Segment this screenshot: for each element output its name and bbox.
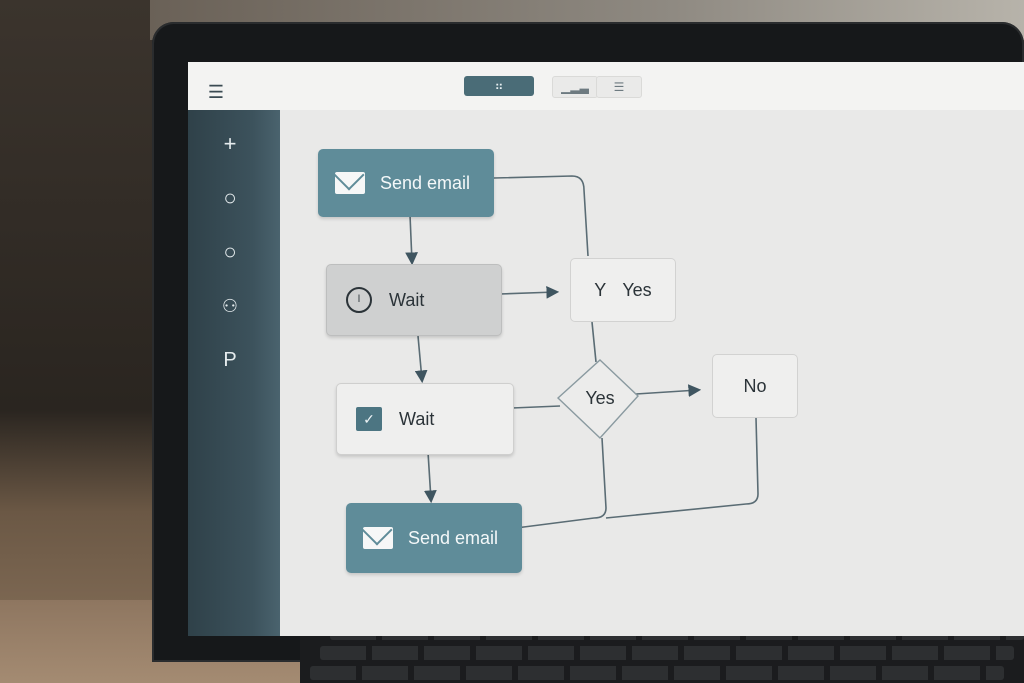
yes-branch-box[interactable]: Y Yes: [570, 258, 676, 322]
flow-canvas[interactable]: Send email l Wait ✓ Wait Send email Y Yes…: [280, 110, 1024, 636]
user-icon[interactable]: ⚇: [221, 296, 239, 316]
yes-branch-label: Yes: [622, 280, 652, 300]
circle-icon[interactable]: ○: [223, 185, 237, 210]
plus-icon[interactable]: +: [223, 131, 237, 156]
decision-diamond: [556, 359, 639, 440]
yes-branch-prefix: Y: [594, 280, 607, 300]
hamburger-menu-icon[interactable]: ☰: [207, 82, 225, 102]
send-email-node-2[interactable]: Send email: [346, 503, 522, 573]
keyboard-row: [310, 666, 1004, 680]
connector-lines: [405, 175, 759, 529]
top-toolbar: ☰ ⠶ ▁▂▃ ☰: [188, 62, 1024, 111]
decision-label: Yes: [585, 388, 615, 408]
no-branch-box[interactable]: No: [712, 354, 798, 418]
circle-icon[interactable]: ○: [223, 239, 237, 264]
wait-node-2[interactable]: ✓ Wait: [336, 383, 514, 455]
list-view-icon[interactable]: ☰: [596, 76, 642, 98]
wait-node[interactable]: l Wait: [326, 264, 502, 336]
app-window: ☰ ⠶ ▁▂▃ ☰ + ○ ○ ⚇ P: [188, 62, 1024, 636]
send-email-node[interactable]: Send email: [318, 149, 494, 217]
flag-icon[interactable]: P: [223, 349, 237, 371]
background-wall: [0, 0, 170, 683]
envelope-icon: [362, 525, 394, 551]
keyboard-row: [320, 646, 1014, 660]
flow-view-icon[interactable]: ⠶: [464, 76, 534, 96]
envelope-icon: [334, 170, 366, 196]
view-switcher: ⠶ ▁▂▃ ☰: [464, 76, 644, 98]
node-label: Send email: [408, 527, 499, 548]
check-icon: ✓: [353, 406, 385, 432]
node-label: Send email: [380, 172, 471, 193]
node-label: Wait: [399, 408, 435, 429]
no-branch-label: No: [743, 376, 767, 396]
node-label: Wait: [389, 289, 425, 310]
chart-view-icon[interactable]: ▁▂▃: [552, 76, 598, 98]
left-sidebar: + ○ ○ ⚇ P: [188, 110, 280, 636]
clock-icon: l: [343, 287, 375, 313]
